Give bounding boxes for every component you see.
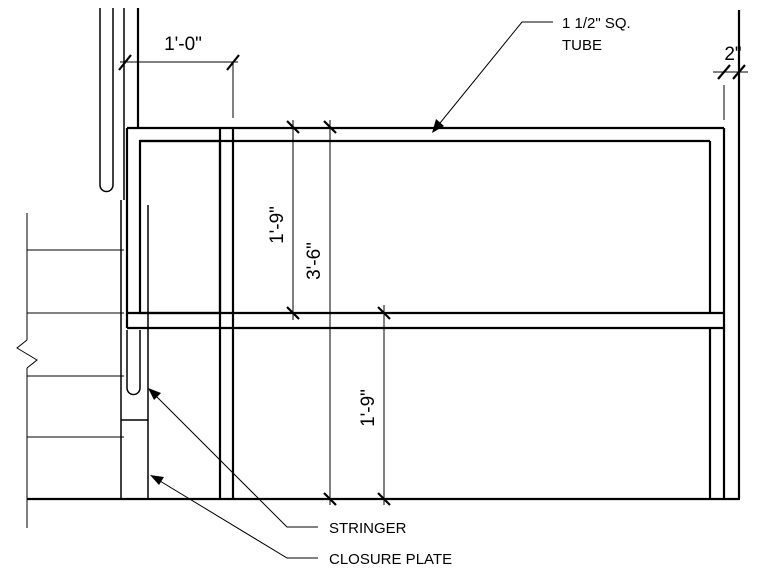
dimension-wall-gap: 2" [713,44,748,80]
stringer-callout-arrowhead [148,388,161,400]
stringer-callout: STRINGER [148,388,407,537]
stringer-plate [120,200,149,499]
dimension-top-width: 1'-0" [118,34,240,118]
tube-callout: 1 1/2" SQ. TUBE [432,15,631,133]
dimension-upper-height-label: 1'-9" [267,206,288,244]
stringer-tube [99,8,140,200]
closure-plate-callout-arrowhead [150,475,164,485]
dimension-upper-height: 1'-9" [267,120,300,320]
dimension-lower-height-label: 1'-9" [358,389,379,427]
dimension-top-width-label: 1'-0" [164,34,202,55]
tube-label-line1: 1 1/2" SQ. [562,15,631,32]
railing-frame [125,126,726,499]
dimension-total-height: 3'-6" [304,120,337,506]
dimension-wall-gap-label: 2" [724,44,741,65]
tube-label-line2: TUBE [562,37,602,54]
dimension-lower-height: 1'-9" [358,305,391,506]
closure-plate-label: CLOSURE PLATE [329,551,452,568]
tube-callout-arrowhead [432,119,444,133]
right-wall [723,10,741,499]
stair-treads [16,213,124,499]
dimension-total-height-label: 3'-6" [304,242,325,280]
closure-plate-callout: CLOSURE PLATE [150,475,452,568]
stringer-label: STRINGER [329,520,407,537]
